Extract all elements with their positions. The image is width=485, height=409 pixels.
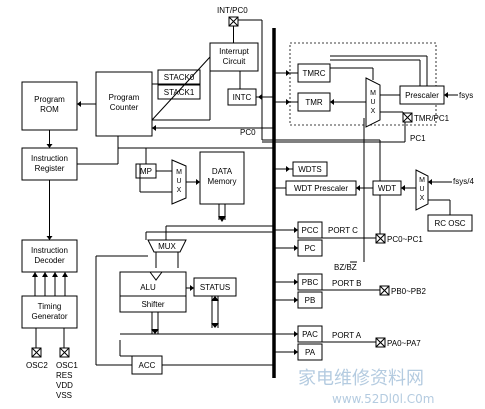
stack0-label: STACK0 — [164, 73, 195, 82]
pb0-pb2-label: PB0~PB2 — [391, 287, 426, 296]
tmrc-block: TMRC — [297, 63, 331, 83]
program-counter-label-1: Program — [109, 93, 140, 102]
data-memory-label-1: DATA — [212, 167, 233, 176]
pac-label: PAC — [302, 330, 318, 339]
watermark-text: 家电维修资料网 — [298, 368, 424, 389]
alu-mux: MUX — [147, 239, 187, 253]
pc0-label: PC0 — [240, 128, 256, 137]
pa0-pa7-label: PA0~PA7 — [387, 339, 421, 348]
watermark-url: www.52Dl0l.C0m — [332, 392, 435, 406]
instruction-register-block: Instruction Register — [21, 147, 78, 181]
timer-region — [289, 42, 437, 126]
status-block: STATUS — [193, 277, 237, 297]
shifter-label: Shifter — [141, 300, 164, 309]
intc-label: INTC — [233, 93, 252, 102]
tmr-pc1-label: TMR/PC1 — [414, 114, 450, 123]
osc2-label: OSC2 — [26, 361, 48, 370]
timer-mux-u: U — [370, 99, 375, 106]
mp-label: MP — [140, 167, 152, 176]
instruction-decoder-label-1: Instruction — [31, 246, 68, 255]
intc-block: INTC — [227, 88, 257, 106]
data-memory-label-2: Memory — [208, 177, 237, 186]
rc-osc-label: RC OSC — [434, 219, 465, 228]
prescaler-label: Prescaler — [405, 91, 439, 100]
pc-label: PC — [304, 244, 315, 253]
wdts-block: WDTS — [292, 161, 328, 177]
data-mux-x: X — [177, 187, 182, 194]
interrupt-circuit-label-1: Interrupt — [219, 47, 250, 56]
wdt-mux: M U X — [415, 169, 429, 211]
timing-generator-block: Timing Generator — [21, 295, 78, 329]
data-mux-u: U — [176, 178, 181, 185]
wdt-block: WDT — [372, 180, 402, 196]
acc-label: ACC — [139, 361, 156, 370]
res-label: RES — [56, 371, 72, 380]
tmr-label: TMR — [305, 98, 323, 107]
vdd-label: VDD — [56, 381, 73, 390]
mp-block: MP — [135, 163, 157, 179]
port-b-label: PORT B — [332, 279, 362, 288]
wdts-label: WDTS — [298, 165, 322, 174]
fsys4-label: fsys/4 — [453, 177, 474, 186]
instruction-register-label-1: Instruction — [31, 154, 68, 163]
pbc-label: PBC — [302, 278, 319, 287]
data-memory-block: DATA Memory — [199, 151, 245, 205]
timing-generator-label-2: Generator — [31, 312, 67, 321]
rc-osc-block: RC OSC — [427, 214, 473, 232]
wdt-prescaler-block: WDT Prescaler — [285, 180, 357, 196]
program-rom-label-2: ROM — [40, 105, 59, 114]
instruction-decoder-block: Instruction Decoder — [21, 239, 78, 273]
alu-block: ALU Shifter — [119, 271, 187, 313]
wdt-label: WDT — [378, 184, 396, 193]
program-counter-label-2: Counter — [110, 103, 139, 112]
pac-block: PAC — [297, 325, 323, 343]
osc1-label: OSC1 — [56, 361, 78, 370]
timing-generator-label-1: Timing — [38, 302, 62, 311]
timer-mux-x: X — [371, 108, 376, 115]
data-mux: M U X — [171, 159, 187, 205]
acc-block: ACC — [131, 355, 163, 375]
interrupt-circuit-block: Interrupt Circuit — [209, 42, 259, 72]
wdt-mux-u: U — [419, 186, 424, 193]
pc0-pc1-label: PC0~PC1 — [387, 235, 423, 244]
port-c-label: PORT C — [328, 226, 358, 235]
status-label: STATUS — [200, 283, 230, 292]
prescaler-block: Prescaler — [399, 85, 445, 105]
data-mux-m: M — [176, 169, 182, 176]
instruction-decoder-label-2: Decoder — [34, 256, 65, 265]
port-a-label: PORT A — [332, 331, 362, 340]
stack0-block: STACK0 — [157, 69, 201, 85]
program-counter-block: Program Counter — [95, 71, 153, 137]
bz-label: BZ/BZ — [334, 263, 357, 272]
pcc-block: PCC — [297, 221, 323, 239]
pc1-label: PC1 — [410, 134, 426, 143]
program-rom-block: Program ROM — [21, 81, 78, 131]
timer-mux: M U X — [365, 77, 381, 128]
pb-block: PB — [297, 291, 323, 309]
interrupt-circuit-label-2: Circuit — [223, 57, 246, 66]
alu-mux-label: MUX — [158, 242, 176, 251]
wdt-mux-x: X — [420, 195, 425, 202]
program-rom-label-1: Program — [34, 95, 65, 104]
stack1-label: STACK1 — [164, 88, 195, 97]
tmr-block: TMR — [297, 92, 331, 112]
fsys-label: fsys — [459, 91, 473, 100]
pbc-block: PBC — [297, 273, 323, 291]
timer-mux-m: M — [370, 90, 376, 97]
pc-block: PC — [297, 239, 323, 257]
wdt-prescaler-label: WDT Prescaler — [294, 184, 348, 193]
vss-label: VSS — [56, 391, 72, 400]
tmrc-label: TMRC — [302, 69, 325, 78]
stack1-block: STACK1 — [157, 84, 201, 100]
pa-block: PA — [297, 343, 323, 361]
pcc-label: PCC — [302, 226, 319, 235]
int-pc0-label: INT/PC0 — [217, 6, 248, 15]
pb-label: PB — [305, 296, 316, 305]
pa-label: PA — [305, 348, 316, 357]
alu-label: ALU — [140, 283, 156, 292]
wdt-mux-m: M — [419, 177, 425, 184]
instruction-register-label-2: Register — [35, 164, 65, 173]
